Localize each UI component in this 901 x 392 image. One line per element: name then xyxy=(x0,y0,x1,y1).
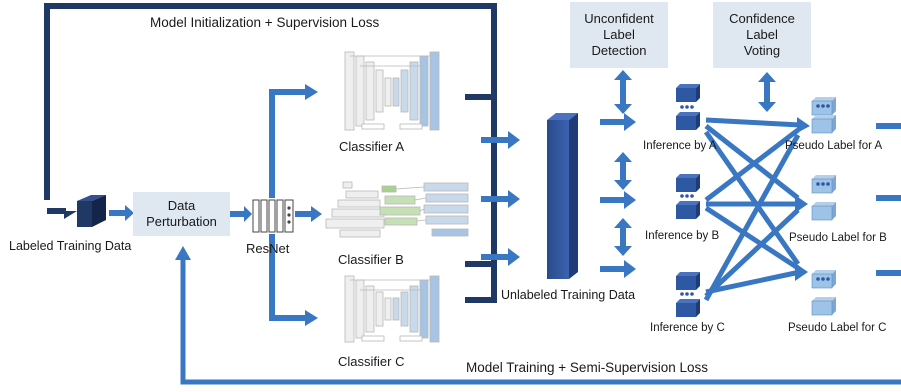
perturbation-line-1: Data xyxy=(167,197,196,213)
unlabeled-data-pillar xyxy=(547,113,578,279)
pseudo-c-label: Pseudo Label for C xyxy=(788,322,887,334)
branch-to-b xyxy=(295,206,322,222)
bottom-loop-title: Model Training + Semi-Supervision Loss xyxy=(466,360,708,375)
init-loop-arrowhead xyxy=(64,203,77,219)
pseudo-label-b-icon xyxy=(811,175,836,221)
inference-a-label: Inference by A xyxy=(643,140,717,152)
semi-loop-arrowhead xyxy=(175,246,191,260)
classifier-c-network xyxy=(344,275,440,343)
pseudo-b-label: Pseudo Label for B xyxy=(789,232,887,244)
classifier-b-network xyxy=(325,181,469,238)
resnet-icon xyxy=(252,199,294,233)
top-loop-title: Model Initialization + Supervision Loss xyxy=(150,15,380,30)
detection-line-1: Unconfident xyxy=(584,10,654,26)
pseudo-a-label: Pseudo Label for A xyxy=(785,140,883,152)
init-loop-line xyxy=(44,3,497,200)
pseudo-label-a-icon xyxy=(811,97,836,134)
pseudo-label-c-icon xyxy=(811,270,836,316)
branch-to-c xyxy=(269,234,306,321)
inference-c-label: Inference by C xyxy=(650,322,725,334)
voting-line-3: Voting xyxy=(743,43,781,59)
semi-loop-line xyxy=(180,258,901,385)
unlabeled-data-label: Unlabeled Training Data xyxy=(501,288,636,302)
arrow-to-perturbation xyxy=(109,205,134,221)
detection-line-3: Detection xyxy=(591,43,647,59)
branch-to-a xyxy=(269,89,306,198)
cross-arrows xyxy=(703,117,801,302)
arrow-to-resnet xyxy=(230,206,252,222)
detection-line-2: Label xyxy=(603,26,635,42)
classifier-a-network xyxy=(344,51,440,131)
arrow-into-pillar-1 xyxy=(481,131,520,149)
classifier-b-label: Classifier B xyxy=(338,252,404,267)
inference-a-icon xyxy=(676,84,700,130)
inference-b-label: Inference by B xyxy=(645,230,720,242)
arrow-into-pillar-2 xyxy=(481,190,520,208)
inference-c-icon xyxy=(676,272,700,317)
voting-line-1: Confidence xyxy=(729,10,795,26)
detection-double-arrow xyxy=(614,70,632,114)
labeled-data-label: Labeled Training Data xyxy=(9,239,132,253)
voting-line-2: Label xyxy=(746,26,778,42)
inference-b-icon xyxy=(676,174,700,219)
classifier-a-label: Classifier A xyxy=(339,139,405,154)
labeled-data-cube xyxy=(77,195,106,227)
arrow-into-pillar-3 xyxy=(481,248,520,266)
classifier-c-label: Classifier C xyxy=(338,354,405,369)
voting-double-arrow xyxy=(758,72,776,112)
perturbation-line-2: Perturbation xyxy=(146,214,217,229)
resnet-label: ResNet xyxy=(246,241,290,256)
